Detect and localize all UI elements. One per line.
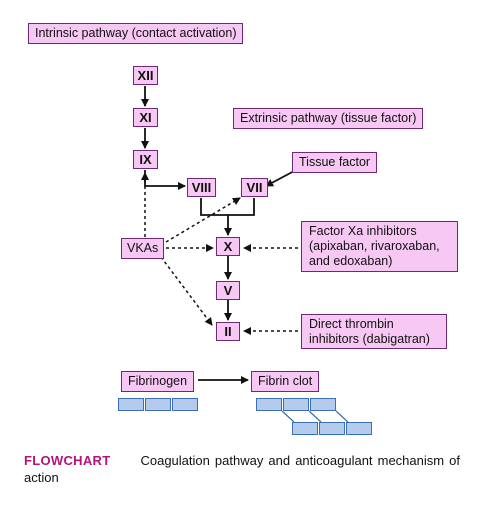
polymer-block bbox=[346, 422, 372, 435]
vka-arrow-to-vii bbox=[165, 197, 241, 243]
fibrinogen-box: Fibrinogen bbox=[121, 371, 195, 392]
factor-viii: VIII bbox=[187, 178, 216, 197]
tissue-factor-box: Tissue factor bbox=[292, 152, 378, 173]
monomer-block bbox=[145, 398, 171, 411]
polymer-block bbox=[292, 422, 318, 435]
bracket-viii-vii-junction bbox=[200, 198, 255, 216]
monomer-block bbox=[118, 398, 144, 411]
polymer-block bbox=[256, 398, 282, 411]
arrow-tissue-factor-to-vii bbox=[265, 169, 297, 187]
factor-v: V bbox=[216, 281, 240, 300]
factor-x: X bbox=[216, 237, 240, 256]
extrinsic-pathway-label: Extrinsic pathway (tissue factor) bbox=[233, 108, 424, 129]
vkas-box: VKAs bbox=[121, 238, 165, 259]
polymer-crosslinks bbox=[281, 410, 349, 423]
fibrin-clot-box: Fibrin clot bbox=[251, 371, 320, 392]
factor-xii: XII bbox=[133, 66, 158, 85]
polymer-block bbox=[283, 398, 309, 411]
factor-xa-inhibitors-box: Factor Xa inhibitors (apixaban, rivaroxa… bbox=[301, 221, 458, 272]
factor-vii: VII bbox=[241, 178, 268, 197]
direct-thrombin-inhibitors-box: Direct thrombin inhibitors (dabigatran) bbox=[301, 314, 447, 349]
vka-arrow-to-ii bbox=[160, 256, 213, 326]
polymer-block bbox=[319, 422, 345, 435]
polymer-block bbox=[310, 398, 336, 411]
factor-ii: II bbox=[216, 322, 240, 341]
intrinsic-pathway-label: Intrinsic pathway (contact activation) bbox=[28, 23, 244, 44]
factor-xi: XI bbox=[133, 108, 158, 127]
factor-ix: IX bbox=[133, 150, 158, 169]
arrow-ix-to-viii bbox=[144, 170, 186, 190]
caption-tag: FLOWCHART bbox=[24, 453, 111, 468]
caption-text: Coagulation pathway and anticoagulant me… bbox=[24, 453, 460, 485]
monomer-block bbox=[172, 398, 198, 411]
